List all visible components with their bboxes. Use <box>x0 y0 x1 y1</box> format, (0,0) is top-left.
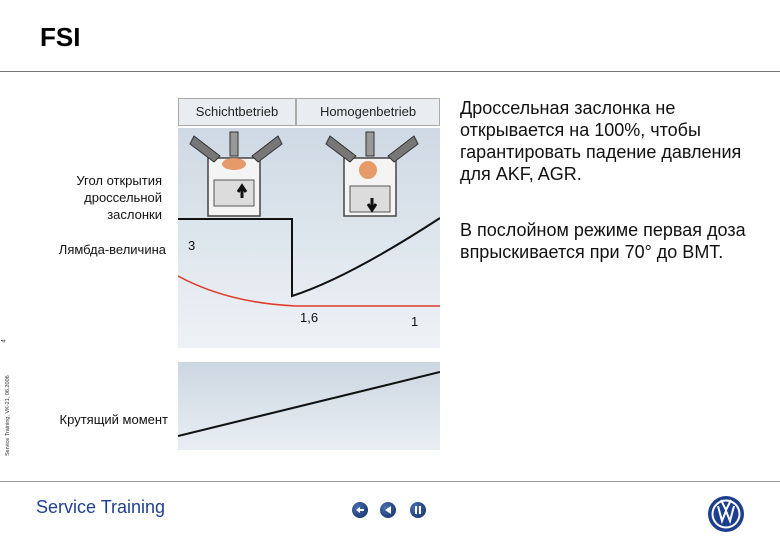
note-throttle: Дроссельная заслонка не открывается на 1… <box>460 98 742 184</box>
torque-curve-layer <box>178 371 440 437</box>
throttle-angle-label: Угол открытия дроссельной заслонки <box>76 173 162 222</box>
curves-layer <box>178 217 440 307</box>
pause-icon <box>415 506 421 514</box>
previous-button[interactable] <box>380 502 396 518</box>
back-icon <box>356 507 364 513</box>
mode-stratified-label: Schichtbetrieb <box>178 98 296 126</box>
torque-diagram <box>178 362 440 450</box>
homogeneous-engine-illustration <box>325 131 419 217</box>
lambda-value-3: 3 <box>188 238 196 253</box>
lambda-value-1: 1 <box>411 314 419 329</box>
brand-label: Service Training <box>36 497 166 517</box>
torque-label: Крутящий момент <box>59 412 168 427</box>
previous-icon <box>385 506 391 514</box>
back-button[interactable] <box>352 502 368 518</box>
page-title: FSI <box>40 22 81 52</box>
lambda-curve <box>178 275 440 307</box>
stratified-engine-illustration <box>189 131 283 217</box>
vw-logo-icon <box>708 496 744 532</box>
mode-homogeneous-label: Homogenbetrieb <box>296 98 440 126</box>
footer-divider <box>0 481 780 482</box>
side-footer-text: Service Training, VK-21, 06.2006 <box>5 375 11 456</box>
pause-button[interactable] <box>410 502 426 518</box>
side-page-number: 4 <box>1 339 8 343</box>
lambda-label: Лямбда-величина <box>58 242 166 257</box>
throttle-curve <box>178 217 440 298</box>
note-injection: В послойном режиме первая доза впрыскива… <box>460 220 746 262</box>
title-divider <box>0 71 780 72</box>
torque-line <box>178 371 440 437</box>
lambda-value-1-6: 1,6 <box>300 310 319 325</box>
